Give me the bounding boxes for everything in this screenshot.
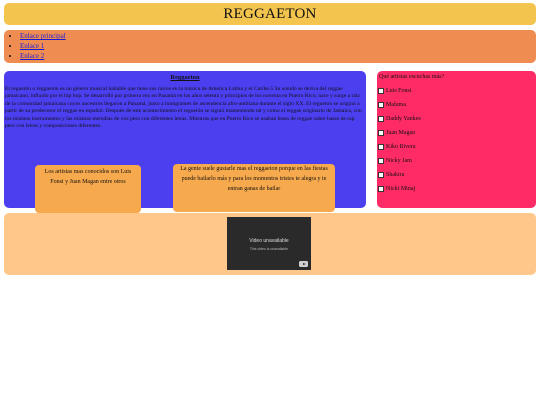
survey-option: Juan Magan [378,130,415,136]
survey-question: Qué artistas escuchas más? [379,74,445,80]
nav-link-principal[interactable]: Enlace principal [20,32,66,40]
reasons-card-text: La gente suele gustarle mas el reggaeton… [180,166,328,192]
survey-option: Daddy Yankee [378,116,421,122]
artist-survey: Qué artistas escuchas más? Luis Fonsi Ma… [377,71,536,208]
nav-link-1[interactable]: Enlace 1 [20,42,45,50]
artists-card: Los artistas mas conocidos son Luis Fons… [35,165,141,213]
option-label: Kiko Rivera [386,144,416,150]
article-heading: Reggaeton [170,74,200,81]
nav-item: Enlace principal [20,31,536,41]
video-player[interactable]: Video unavailable This video is unavaila… [227,217,311,270]
nav-item: Enlace 2 [20,51,536,61]
checkbox-kiko-rivera[interactable] [378,144,384,150]
nav-list: Enlace principal Enlace 1 Enlace 2 [4,30,536,61]
option-label: Daddy Yankee [386,116,421,122]
artists-card-text: Los artistas mas conocidos son Luis Fons… [44,169,132,185]
option-label: Maluma [386,102,406,108]
survey-option: Luis Fonsi [378,88,412,94]
youtube-logo-icon[interactable] [299,261,308,267]
nav-bar: Enlace principal Enlace 1 Enlace 2 [4,30,536,63]
option-label: Shakira [386,172,405,178]
option-label: Nicky Jam [386,158,412,164]
checkbox-shakira[interactable] [378,172,384,178]
option-label: Juan Magan [386,130,416,136]
option-label: Nicki Minaj [386,186,416,192]
option-label: Luis Fonsi [386,88,412,94]
page-title: REGGAETON [223,5,317,22]
survey-option: Maluma [378,102,406,108]
checkbox-juan-magan[interactable] [378,130,384,136]
survey-option: Kiko Rivera [378,144,416,150]
survey-option: Nicki Minaj [378,186,415,192]
video-unavailable-title: Video unavailable [249,238,289,244]
video-unavailable-subtitle: This video is unavailable [249,247,289,251]
video-section: Video unavailable This video is unavaila… [4,213,536,275]
checkbox-nicki-minaj[interactable] [378,186,384,192]
survey-option: Nicky Jam [378,158,412,164]
page-header: REGGAETON [4,3,536,25]
checkbox-nicky-jam[interactable] [378,158,384,164]
reasons-card: La gente suele gustarle mas el reggaeton… [173,164,335,212]
checkbox-luis-fonsi[interactable] [378,88,384,94]
checkbox-daddy-yankee[interactable] [378,116,384,122]
nav-item: Enlace 1 [20,41,536,51]
nav-link-2[interactable]: Enlace 2 [20,52,45,60]
checkbox-maluma[interactable] [378,102,384,108]
survey-option: Shakira [378,172,404,178]
article-paragraph: El reguetón o reggaetón es un género mus… [5,86,362,130]
main-article: Reggaeton El reguetón o reggaetón es un … [4,71,366,213]
